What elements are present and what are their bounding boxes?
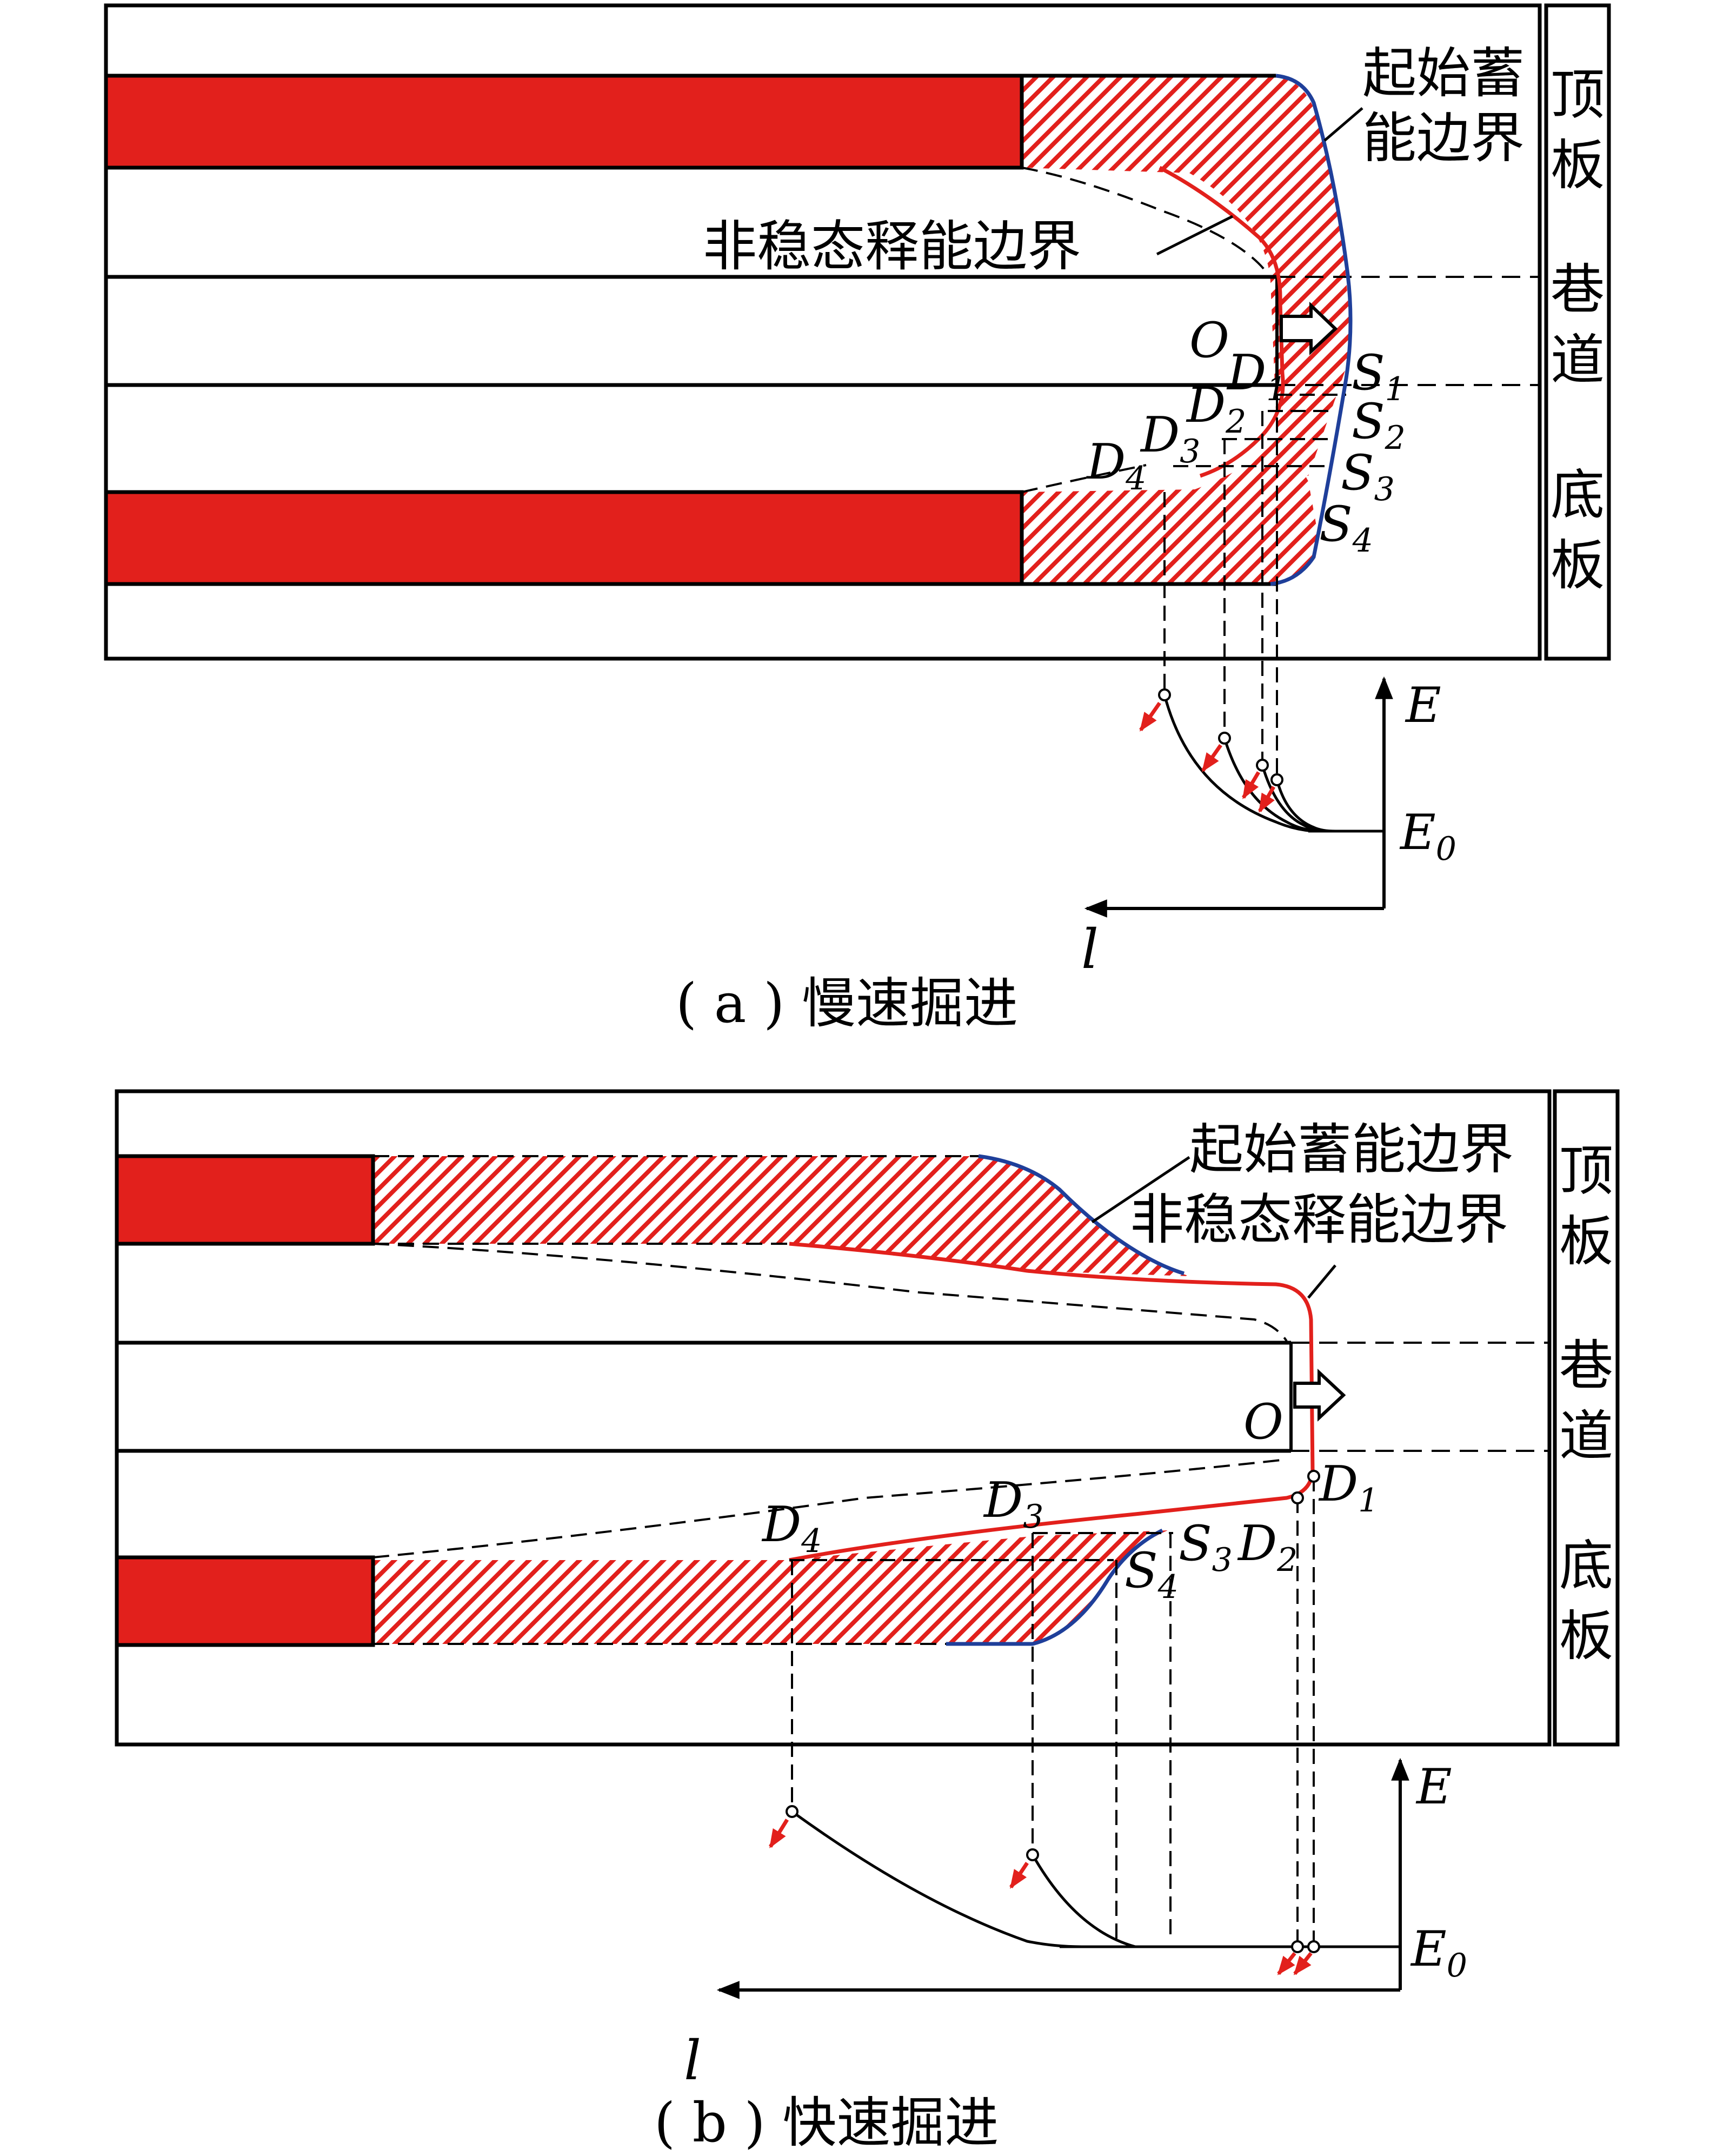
panel-a-roof-label-2: 板: [1551, 134, 1605, 197]
panel-b-floor-label-1: 底: [1559, 1534, 1613, 1597]
panel-a-s4-label: S4: [1319, 496, 1373, 560]
panel-a-e-axis-label: E: [1405, 677, 1441, 734]
panel-a-d1-label: D1: [1226, 344, 1287, 408]
panel-b-e-axis-label: E: [1415, 1759, 1452, 1815]
panel-b-l-axis-label: l: [684, 2029, 701, 2092]
panel-b-d2-label: D2: [1237, 1515, 1298, 1579]
panel-b-d4-label: D4: [761, 1496, 822, 1560]
panel-b-s4-label: S4: [1124, 1542, 1179, 1606]
panel-b-roadway-label-1: 巷: [1559, 1334, 1613, 1397]
panel-b-frame: [115, 1089, 1552, 1747]
panel-a-floor-hatch-zone: [1022, 433, 1319, 584]
panel-a-roof-label-1: 顶: [1551, 63, 1605, 127]
panel-a-initial-boundary-label-2: 能边界: [1362, 107, 1525, 170]
panel-b-release-boundary-line: [789, 1242, 1315, 1562]
panel-b-initial-boundary-line: [978, 1154, 1185, 1276]
panel-a-energy-curve-d1: [1275, 779, 1336, 833]
panel-b-origin-label: O: [1243, 1394, 1283, 1450]
panel-b-energy-curve-d4: [791, 1810, 1082, 1948]
panel-a-release-boundary-line: [1159, 165, 1285, 478]
panel-b-s3-label: S3: [1179, 1515, 1233, 1579]
panel-b-release-dashed-roof: [372, 1243, 1288, 1342]
panel-a-l-axis-label: l: [1081, 918, 1099, 981]
panel-a-release-boundary-label: 非稳态释能边界: [703, 215, 1081, 278]
panel-b-caption: ( b ) 快速掘进: [654, 2091, 999, 2154]
panel-b-floor-hatch-zone: [373, 1530, 1168, 1644]
panel-a-e0-label: E0: [1399, 804, 1456, 868]
panel-a-floor-coal-seam: [104, 490, 1024, 586]
panel-a-s2-label: S2: [1352, 393, 1406, 457]
panel-a-floor-label-1: 底: [1551, 463, 1605, 527]
panel-b-roof-label-1: 顶: [1559, 1139, 1613, 1203]
panel-a-origin-label: O: [1189, 312, 1229, 369]
panel-a-caption: ( a ) 慢速掘进: [676, 972, 1018, 1035]
panel-b-roadway-label-2: 道: [1559, 1404, 1613, 1468]
panel-b-release-boundary-label: 非稳态释能边界: [1130, 1188, 1508, 1251]
panel-a-d3-label: D3: [1140, 407, 1200, 470]
panel-b-energy-curve-d3: [1031, 1854, 1136, 1948]
panel-b-floor-coal-seam: [115, 1555, 375, 1647]
panel-b-advance-arrow: [1293, 1369, 1346, 1422]
panel-b-roof-hatch-zone: [373, 1156, 1189, 1276]
panel-b-roof-label-2: 板: [1559, 1210, 1613, 1273]
panel-a-advance-arrow: [1280, 301, 1338, 355]
panel-b-release-dashed-floor: [372, 1459, 1282, 1558]
panel-b-initial-boundary-label: 起始蓄能边界: [1189, 1118, 1514, 1181]
panel-a-d4-label: D4: [1086, 434, 1146, 497]
panel-a-roadway-label-2: 道: [1551, 328, 1605, 392]
panel-a-initial-boundary-label-1: 起始蓄: [1362, 42, 1525, 105]
panel-a-s3-label: S3: [1341, 445, 1395, 508]
panel-b: 起始蓄能边界 非稳态释能边界 顶 板 巷 道 底 板 O D1 D2 D3 D4…: [115, 1089, 1620, 2154]
panel-a-release-dashed-roof: [1021, 167, 1266, 271]
panel-a-floor-label-2: 板: [1551, 534, 1605, 597]
panel-b-d3-label: D3: [983, 1472, 1043, 1536]
panel-b-roof-coal-seam: [115, 1154, 375, 1246]
panel-a-roof-coal-seam: [104, 74, 1024, 170]
panel-a-initial-boundary-line: [1270, 74, 1353, 586]
panel-a-roof-hatch-zone: [1022, 76, 1349, 476]
panel-b-e0-label: E0: [1410, 1921, 1467, 1985]
panel-a-s1-label: S1: [1352, 344, 1406, 408]
panel-b-d1-label: D1: [1318, 1456, 1379, 1520]
panel-a-energy-curve-d4: [1163, 694, 1320, 833]
panel-a-frame: [104, 3, 1542, 661]
panel-a-energy-curve-d3: [1223, 738, 1325, 833]
panel-a-d2-label: D2: [1186, 377, 1246, 441]
panel-b-floor-label-2: 板: [1559, 1604, 1613, 1668]
panel-a: 起始蓄 能边界 非稳态释能边界 顶 板 巷 道 底 板 O D1 D2 D3 D…: [104, 3, 1611, 1035]
panel-a-roadway-label-1: 巷: [1551, 258, 1605, 321]
